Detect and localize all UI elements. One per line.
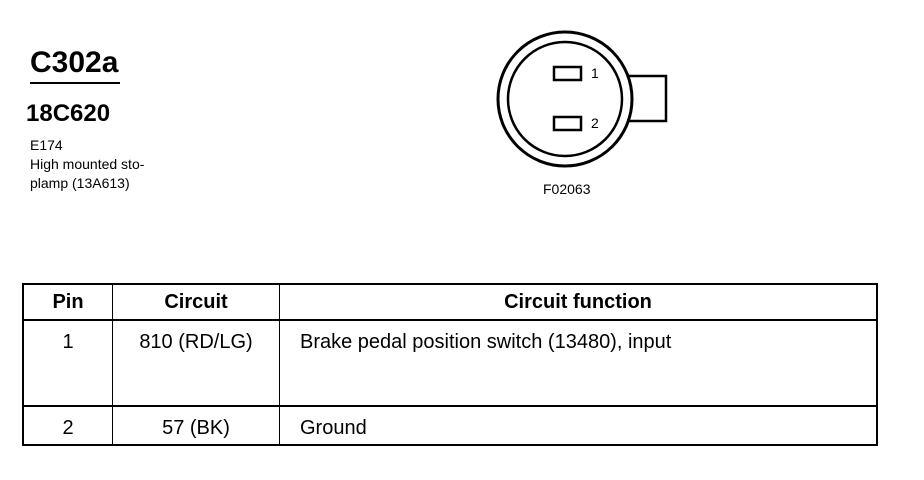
component-description-line-1: High mounted sto- — [30, 156, 145, 172]
table-row: 1 810 (RD/LG) Brake pedal position switc… — [22, 319, 878, 407]
component-code: E174 — [30, 137, 63, 153]
table-row: 2 57 (BK) Ground — [22, 405, 878, 446]
connector-locking-tab — [629, 74, 668, 123]
component-description-line-2: plamp (13A613) — [30, 175, 130, 191]
figure-id: F02063 — [543, 181, 591, 197]
connector-face-diagram: 1 2 — [496, 30, 668, 168]
cell-circuit: 810 (RD/LG) — [112, 319, 280, 407]
cell-circuit: 57 (BK) — [112, 405, 280, 446]
pin-2-label: 2 — [591, 115, 599, 131]
pin-1-label: 1 — [591, 65, 599, 81]
cell-pin: 2 — [22, 405, 113, 446]
connector-outer-ring — [496, 30, 634, 168]
table-header-row: Pin Circuit Circuit function — [22, 283, 878, 321]
part-number: 18C620 — [26, 100, 111, 127]
component-reference: E174 High mounted sto- plamp (13A613) — [30, 136, 190, 193]
pin-table: Pin Circuit Circuit function 1 810 (RD/L… — [22, 283, 878, 446]
header-circuit: Circuit — [112, 283, 280, 321]
header-pin: Pin — [22, 283, 113, 321]
cell-circuit-function: Brake pedal position switch (13480), inp… — [279, 319, 878, 407]
cell-circuit-function: Ground — [279, 405, 878, 446]
pin-1-terminal — [552, 65, 583, 82]
connector-id: C302a — [30, 46, 121, 84]
pin-2-terminal — [552, 115, 583, 132]
cell-pin: 1 — [22, 319, 113, 407]
connector-inner-ring — [506, 40, 624, 158]
header-circuit-function: Circuit function — [279, 283, 878, 321]
